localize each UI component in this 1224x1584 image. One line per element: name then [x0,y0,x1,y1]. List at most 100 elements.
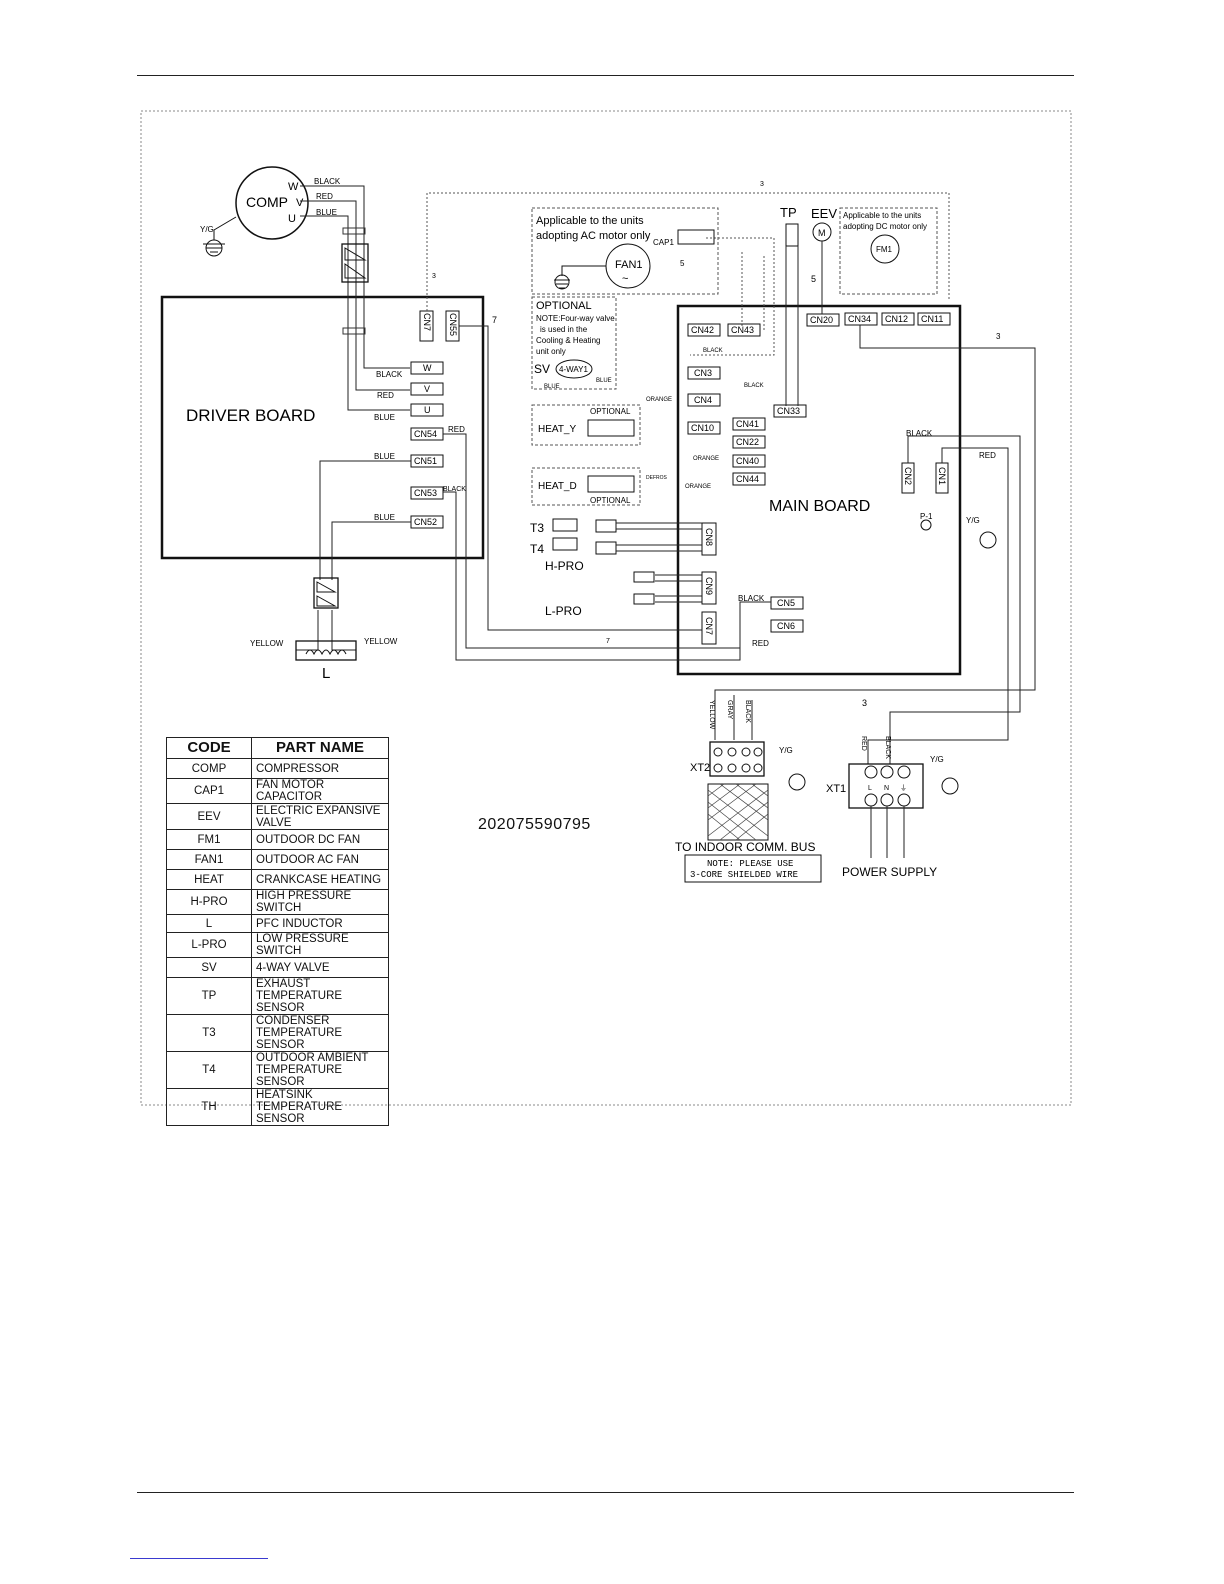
ac-motor-box [531,207,719,295]
driver-connectors: CN7 CN55 W V U CN54 CN51 CN53 CN52 [410,310,460,529]
inductor-label: L [322,665,330,682]
main-cn20: CN20 [810,315,833,325]
eev-label: EEV [811,206,837,221]
hpro-plug [633,571,655,583]
xt1-terminal-block [848,763,924,809]
main-cn12: CN12 [885,314,908,324]
xt2-label: XT2 [690,762,710,774]
legend-code: H-PRO [166,889,252,915]
legend-code: TP [166,977,252,1015]
shielded-cable [707,783,769,841]
driver-board-label: DRIVER BOARD [186,406,315,425]
wire-count-3a: 3 [760,181,764,188]
main-cn42: CN42 [691,325,714,335]
xt1-l: L [868,785,872,792]
xt1-label: XT1 [826,783,846,795]
cn5-black: BLACK [738,594,765,603]
legend-part-name: HIGH PRESSURE SWITCH [251,889,389,915]
tp-label: TP [780,205,797,220]
lpro-label: L-PRO [545,604,582,618]
fan1-ground-ring [554,274,570,290]
main-cn8: CN8 [704,528,714,546]
fourway-note-1: NOTE:Four-way valve [536,314,615,323]
main-cn22: CN22 [736,437,759,447]
inductor-yellow-right: YELLOW [364,637,398,646]
xt2-terminal-block [709,741,765,777]
t3-label: T3 [530,521,544,535]
driver-cn55: CN55 [448,313,458,336]
xt2-yg: Y/G [779,746,793,755]
fan1-ac-symbol: ~ [622,273,628,285]
t4-plug [595,541,617,555]
driver-cn51-label: BLUE [374,452,395,461]
ferrite-core-top-mark [344,247,367,279]
main-ground [979,531,997,549]
legend-part-name: 4-WAY VALVE [251,957,389,978]
ferrite-clip-top [342,227,366,235]
cn44-orange: ORANGE [685,484,711,490]
pfc-inductor [295,640,357,661]
driver-cn51: CN51 [414,456,437,466]
four-way-label: 4-WAY1 [559,365,588,374]
wire-label-red: RED [316,192,333,201]
wire-count-7a: 7 [492,315,497,325]
optional-label: OPTIONAL [536,300,592,312]
heat-d-element [587,475,635,493]
driver-cn7: CN7 [422,313,432,331]
heat-y-element [587,419,635,437]
shield-note-2: 3-CORE SHIELDED WIRE [690,870,798,880]
legend-part-name: LOW PRESSURE SWITCH [251,932,389,958]
t3-plug [595,519,617,533]
dc-motor-note-2: adopting DC motor only [843,222,927,231]
driver-v-label: RED [377,391,394,400]
cn1-red: RED [979,451,996,460]
cn40-orange: ORANGE [693,456,719,462]
shield-mesh [707,783,769,841]
driver-u-label: BLUE [374,413,395,422]
footer-rule [137,1492,1074,1493]
wire-count-3c: 3 [862,698,867,708]
wire-label-black: BLACK [314,177,341,186]
legend-part-name: ELECTRIC EXPANSIVE VALVE [251,803,389,830]
tp-wires [785,246,799,406]
t4-label: T4 [530,542,544,556]
four-way-valve [555,359,593,379]
main-cn3: CN3 [694,368,712,378]
sv-blue-1: BLUE [544,384,560,390]
cn4-orange: ORANGE [646,397,672,403]
driver-cn53: CN53 [414,488,437,498]
legend-code: FM1 [166,829,252,850]
fm1 [870,234,900,264]
driver-cn54: CN54 [414,429,437,439]
footer-link-underline [130,1558,268,1559]
legend-header-code: CODE [166,737,252,759]
serial-number: 202075590795 [478,816,591,833]
legend-part-name: OUTDOOR AC FAN [251,849,389,870]
comp-terminal-w: W [288,181,299,193]
fourway-note-2: is used in the [540,325,588,334]
wire-count-3b: 3 [432,273,436,280]
wire-count-5b: 5 [811,274,816,284]
ferrite-core-bottom-mark [316,581,337,607]
shield-note-box [684,854,822,883]
cn2-black: BLACK [906,429,933,438]
main-cn6: CN6 [777,621,795,631]
wire-label-blue: BLUE [316,208,337,217]
driver-cn53-label: BLACK [443,486,466,493]
xt1-yg: Y/G [930,755,944,764]
main-board-label: MAIN BOARD [769,498,870,515]
main-cn41: CN41 [736,419,759,429]
main-cn40: CN40 [736,456,759,466]
xt1-black: BLACK [884,736,891,759]
heat-d-optional: OPTIONAL [590,496,631,505]
xt2-yellow: YELLOW [708,700,715,730]
supply-wires [870,806,905,858]
heat-y-box [531,404,641,446]
heat-d-box [531,467,641,506]
cap1 [677,229,715,245]
legend-code: EEV [166,803,252,830]
